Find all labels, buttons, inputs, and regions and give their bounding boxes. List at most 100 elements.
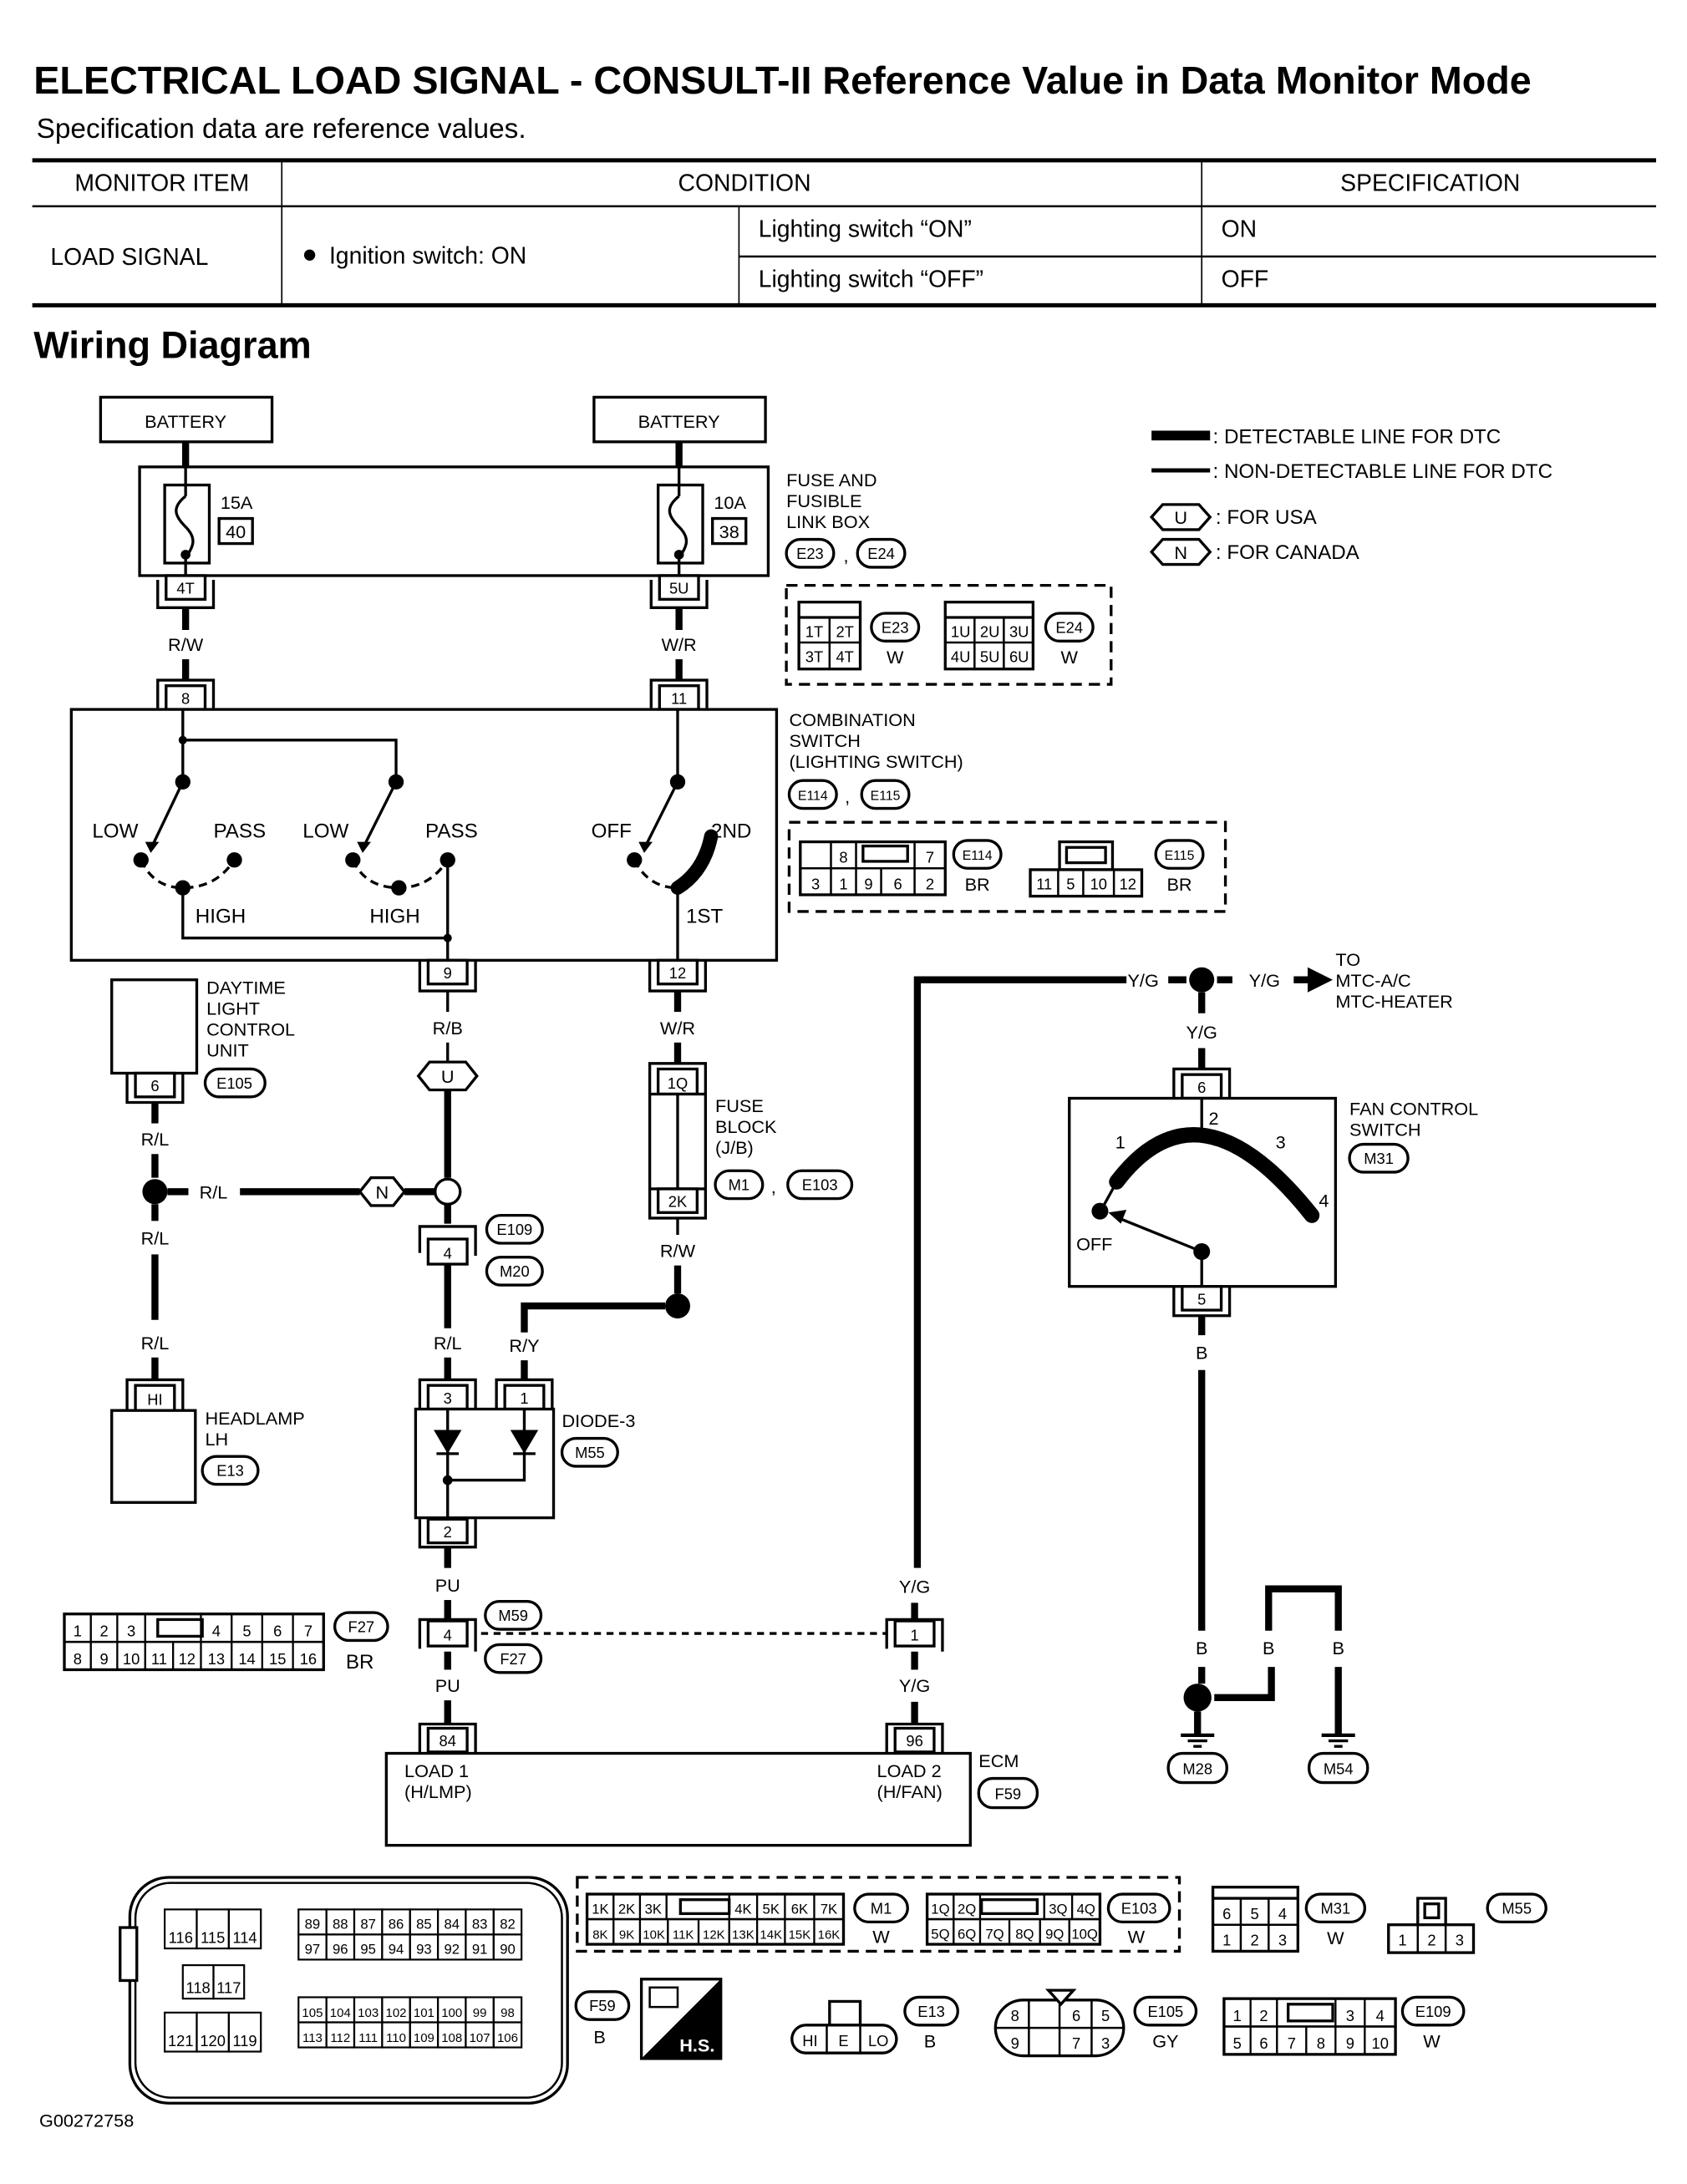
conn-code: M31: [1321, 1899, 1351, 1917]
comma: ,: [844, 545, 849, 566]
wire-label-ry: R/Y: [509, 1335, 539, 1356]
terminal-96: 96: [885, 1722, 944, 1754]
pin-label: 103: [358, 2006, 379, 2020]
pin-cell: [212, 1964, 246, 2000]
spec-table: MONITOR ITEM CONDITION SPECIFICATION LOA…: [32, 158, 1657, 307]
conn-code: M1: [871, 1899, 892, 1917]
conn-code: E23: [882, 618, 909, 636]
pin-label: 12K: [703, 1928, 725, 1942]
pin: LO: [868, 2032, 888, 2049]
pin-label: 8: [1317, 2034, 1325, 2052]
splice-dot: [664, 1293, 691, 1319]
pin-label: 6: [273, 1622, 282, 1639]
pin-label: 109: [414, 2031, 434, 2045]
switch-label-pass: PASS: [213, 820, 266, 843]
wire-label-yg: Y/G: [1186, 1022, 1217, 1043]
pin-label: 10K: [643, 1928, 665, 1942]
conn-code: E24: [1055, 618, 1083, 636]
diode-3-box: [414, 1407, 556, 1520]
to-mtc-ac: MTC-A/C: [1335, 970, 1410, 991]
pin-label: 2: [1259, 2007, 1268, 2024]
wire-label-b: B: [1332, 1638, 1344, 1658]
pin-label: 102: [386, 2006, 407, 2020]
diode-icon: [510, 1430, 539, 1454]
pin-label: 113: [302, 2031, 323, 2045]
headlamp-label-1: HEADLAMP: [205, 1408, 304, 1429]
pin-label: 7K: [821, 1901, 837, 1917]
pin: 10: [1090, 875, 1107, 892]
canada-hex-icon: [1149, 537, 1212, 566]
legend-canada: : FOR CANADA: [1216, 541, 1360, 564]
pin: 2: [1427, 1932, 1435, 1949]
pin-label: 83: [472, 1917, 488, 1933]
cell-condition-main: Ignition switch: ON: [329, 242, 526, 269]
col-condition: CONDITION: [678, 170, 811, 197]
switch-label-high: HIGH: [369, 905, 419, 927]
to-mtc-heater: MTC-HEATER: [1335, 991, 1452, 1012]
pin-label: 16: [300, 1650, 317, 1668]
detectable-line-icon: [1151, 430, 1211, 441]
legend-non-detectable: : NON-DETECTABLE LINE FOR DTC: [1213, 460, 1552, 483]
connector-m55: 1 2 3: [1387, 1897, 1476, 1954]
pin-label: 6K: [791, 1901, 808, 1917]
dlcu-label-4: UNIT: [206, 1039, 249, 1060]
pin-label: 4: [212, 1622, 221, 1639]
pin-cell: [1364, 2025, 1397, 2055]
conn-code: E114: [963, 849, 993, 863]
pin-label: 13: [208, 1650, 225, 1668]
load2-signal-wire: [913, 976, 1127, 1568]
headlamp-lh: [110, 1409, 197, 1504]
pin-label: 85: [416, 1917, 432, 1933]
connector-m31: 6 5 4 1 2 3: [1211, 1886, 1299, 1953]
wire-label-b: B: [1263, 1638, 1274, 1658]
col-monitor-item: MONITOR ITEM: [74, 170, 249, 197]
pin-label: 14K: [760, 1928, 782, 1942]
pin-label: 9Q: [1045, 1926, 1064, 1942]
pin: 3: [1278, 1932, 1287, 1949]
terminal-6-label: 6: [150, 1077, 159, 1095]
ecm-load2-sub: (H/FAN): [877, 1781, 943, 1802]
pin-label: 86: [389, 1917, 404, 1933]
wire-label-rl: R/L: [141, 1228, 170, 1249]
conn-e103-code: E103: [802, 1176, 838, 1194]
conn-color: BR: [965, 874, 990, 895]
terminal-4T-label: 4T: [176, 580, 194, 597]
pin-label: 3: [127, 1622, 135, 1639]
terminal-3: 3: [418, 1378, 477, 1411]
pin: 12: [1120, 875, 1136, 892]
fan-pos-4: 4: [1319, 1191, 1329, 1211]
pin-cell: [227, 2011, 262, 2053]
bullet-icon: [303, 249, 316, 261]
pin: E: [838, 2032, 848, 2049]
terminal-fan-6: 6: [1172, 1067, 1232, 1100]
pin: 11: [1036, 875, 1052, 892]
diode-label: DIODE-3: [562, 1410, 636, 1431]
splice-dot: [1183, 1684, 1212, 1712]
conn-code: E105: [1147, 2003, 1183, 2020]
terminal-4T: 4T: [156, 574, 216, 609]
wire-label-pu: PU: [435, 1575, 460, 1596]
conn-e23-pill: [785, 537, 836, 569]
pin-label: 9: [99, 1650, 108, 1668]
ecm-box: [384, 1751, 972, 1847]
selector-arrow-icon: [1108, 1209, 1127, 1224]
switch-label-2nd: 2ND: [711, 820, 751, 843]
conn-code: E13: [917, 2003, 945, 2020]
terminal-2: 2: [418, 1517, 477, 1549]
cell-monitor-item: LOAD SIGNAL: [50, 244, 208, 271]
cell-spec-on: ON: [1222, 216, 1258, 243]
pin-label: 100: [441, 2006, 462, 2020]
terminal-84: 84: [418, 1722, 477, 1754]
pin-label: 91: [472, 1942, 488, 1958]
terminal-6: 6: [125, 1071, 185, 1105]
pin-cell: [227, 1908, 262, 1950]
arrow-right-icon: [1307, 967, 1334, 993]
splice-open: [434, 1177, 462, 1206]
conn-e115-code: E115: [871, 790, 901, 804]
pin-label: 110: [386, 2031, 406, 2045]
pin-label: 84: [444, 1917, 460, 1933]
combination-switch-box: [69, 708, 779, 962]
